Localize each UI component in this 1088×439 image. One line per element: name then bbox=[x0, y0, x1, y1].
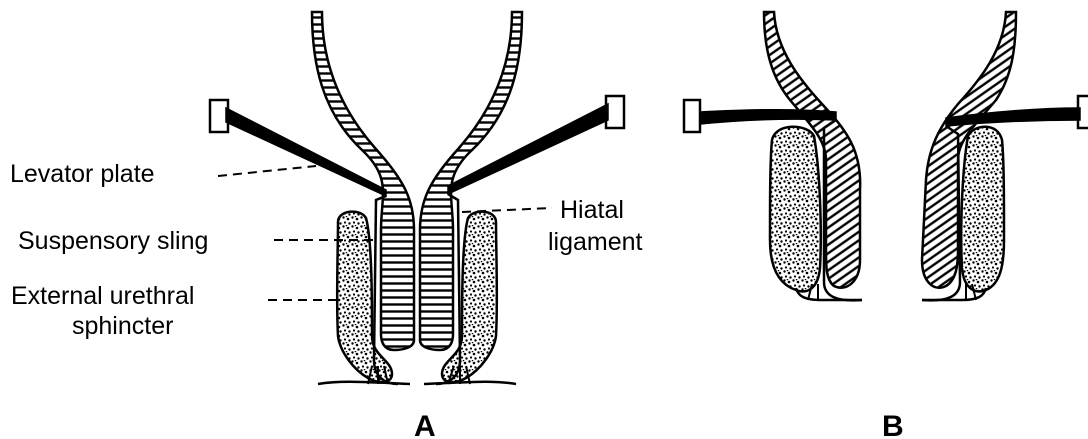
panel-b bbox=[684, 12, 1088, 300]
label-external-urethral: External urethral bbox=[11, 282, 194, 310]
panel-b-right-sphincter bbox=[961, 127, 1004, 292]
label-ligament: ligament bbox=[548, 228, 643, 256]
label-suspensory-sling: Suspensory sling bbox=[18, 227, 208, 255]
panel-b-left-sphincter bbox=[770, 127, 821, 292]
panel-a-left-base bbox=[318, 382, 410, 384]
label-sphincter: sphincter bbox=[72, 312, 173, 340]
label-hiatal: Hiatal bbox=[560, 196, 624, 224]
panel-label-b: B bbox=[882, 410, 904, 439]
leader-levator-plate bbox=[218, 166, 316, 176]
label-levator-plate: Levator plate bbox=[10, 160, 155, 188]
panel-label-a: A bbox=[414, 410, 436, 439]
panel-a-left-levator-plate bbox=[226, 108, 386, 196]
panel-b-left-anchor bbox=[684, 100, 700, 132]
